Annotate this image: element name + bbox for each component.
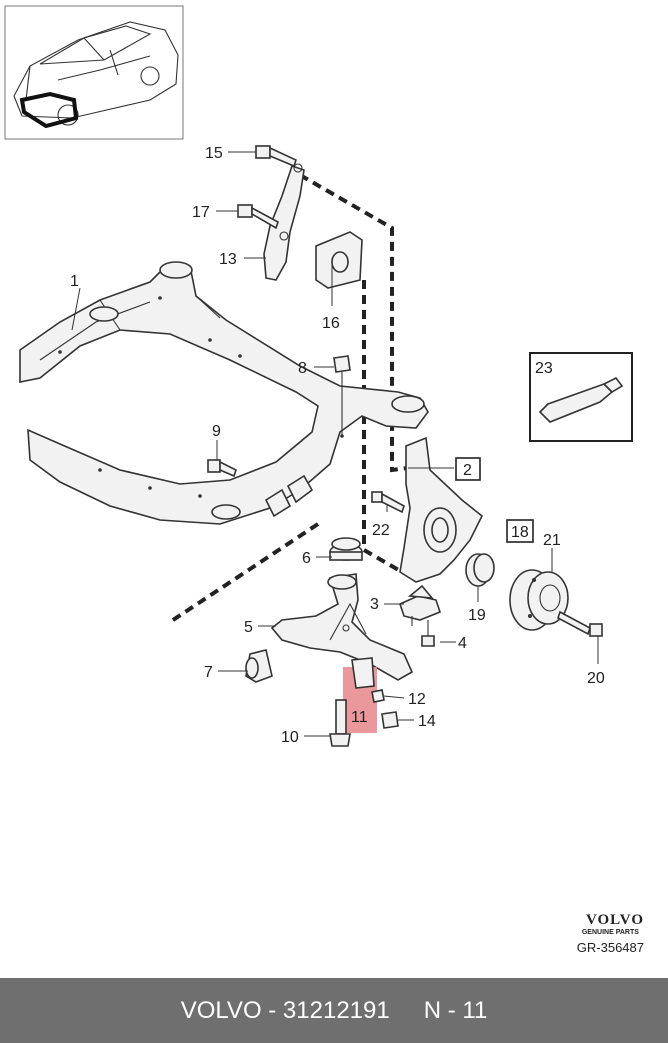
callout-10: 10	[281, 729, 299, 746]
callout-9: 9	[212, 423, 221, 440]
callout-6: 6	[302, 550, 311, 567]
bracket-16	[315, 231, 363, 289]
callout-23: 23	[535, 360, 553, 377]
callout-20: 20	[587, 670, 605, 687]
callout-3: 3	[370, 596, 379, 613]
steering-knuckle	[399, 436, 484, 583]
callout-15: 15	[205, 145, 223, 162]
bushing-11	[343, 657, 377, 733]
callout-box-2	[455, 457, 481, 481]
callout-19: 19	[468, 607, 486, 624]
dashed-group-line-upper	[299, 173, 409, 473]
callout-16: 16	[322, 315, 340, 332]
callout-17: 17	[192, 204, 210, 221]
brand-block: VOLVO GENUINE PARTS GR-356487	[577, 912, 644, 955]
car-thumbnail	[4, 5, 184, 140]
callout-4: 4	[458, 635, 467, 652]
callout-2: 2	[463, 462, 472, 479]
brand-logo: VOLVO	[585, 912, 644, 928]
subframe	[19, 261, 429, 525]
callout-box-18	[506, 519, 534, 543]
footer-bar: VOLVO - 31212191 N - 11	[0, 978, 668, 1043]
callout-18: 18	[511, 524, 529, 541]
callout-11: 11	[351, 709, 368, 726]
dashed-group-line-lower	[168, 522, 320, 624]
grease-tube-23	[529, 352, 633, 442]
bolt-22	[371, 491, 405, 514]
bolt-15	[255, 145, 297, 168]
callout-22: 22	[372, 522, 390, 539]
bushing-6	[329, 537, 363, 561]
nut-14	[381, 711, 399, 729]
wheel-hub-21	[509, 569, 569, 631]
parts-diagram: 1 2 3 4 5 6 7 8 9 10 11 12 13 14 15 16 1…	[4, 5, 633, 747]
callout-1: 1	[70, 273, 79, 290]
dashed-group-line-middle	[362, 280, 404, 574]
nut-4	[421, 620, 435, 647]
control-arm-5	[270, 573, 414, 681]
callout-7: 7	[204, 664, 213, 681]
brand-subtitle: GENUINE PARTS	[581, 929, 639, 936]
callout-12: 12	[408, 691, 426, 708]
bolt-20	[557, 610, 603, 637]
footer-part-number: VOLVO - 31212191	[180, 996, 390, 1024]
callout-13: 13	[219, 251, 237, 268]
callout-8: 8	[298, 360, 307, 377]
ball-joint-3	[399, 584, 441, 626]
bushing-7	[245, 649, 273, 683]
callout-5: 5	[244, 619, 253, 636]
bolt-17	[237, 204, 279, 230]
bolt-10	[329, 699, 351, 747]
bearing-19	[465, 553, 495, 587]
diagram-reference-code: GR-356487	[576, 940, 644, 955]
callout-21: 21	[543, 532, 561, 549]
leader-lines	[71, 151, 599, 737]
bolt-9	[207, 459, 237, 478]
bolt-12	[371, 689, 385, 703]
callout-14: 14	[418, 713, 436, 730]
link-13	[263, 163, 305, 281]
bolt-8	[333, 355, 351, 436]
footer-position: N - 11	[423, 996, 488, 1024]
